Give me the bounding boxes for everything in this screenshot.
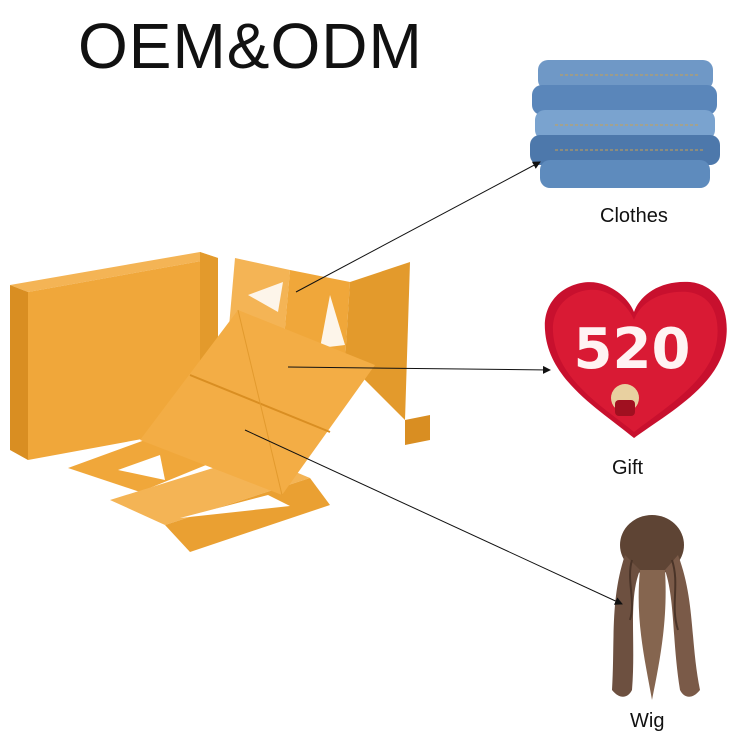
folded-jeans-icon (530, 60, 720, 188)
heart-rose-gift-icon: 520 (544, 281, 727, 438)
arrow-to-gift (287, 365, 551, 374)
arrow-to-clothes (295, 161, 541, 293)
gift-text-520: 520 (574, 317, 691, 382)
headline-oem-odm: OEM&ODM (78, 10, 423, 82)
arrow-to-wig (244, 429, 623, 605)
long-wavy-wig-icon (612, 515, 700, 700)
open-folding-box-icon (68, 258, 430, 552)
label-clothes: Clothes (600, 205, 668, 227)
label-gift: Gift (612, 457, 644, 479)
label-wig: Wig (630, 710, 665, 732)
